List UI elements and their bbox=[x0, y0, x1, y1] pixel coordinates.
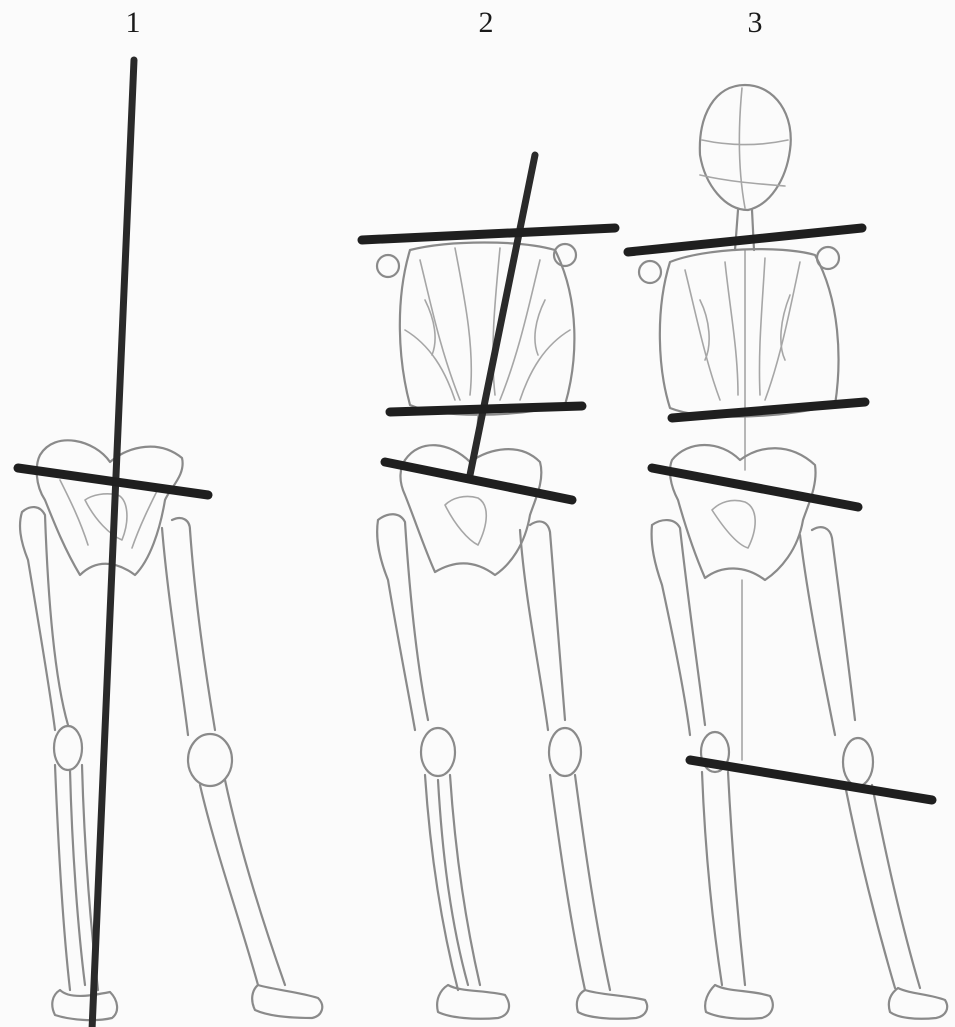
fig2-shoulder-line bbox=[362, 228, 615, 240]
fig3-right-tibia bbox=[845, 785, 920, 988]
fig1-right-knee bbox=[188, 734, 232, 786]
fig1-left-knee bbox=[54, 726, 82, 770]
fig2-left-tibia bbox=[425, 775, 480, 990]
fig2-left-foot bbox=[437, 985, 509, 1019]
fig2-left-shoulder bbox=[377, 255, 399, 277]
fig2-right-femur bbox=[520, 521, 565, 730]
fig3-right-femur bbox=[800, 527, 855, 735]
fig2-left-knee bbox=[421, 728, 455, 776]
fig2-torso-axis-line bbox=[470, 155, 535, 475]
fig3-left-shoulder bbox=[639, 261, 661, 283]
fig3-right-foot bbox=[889, 988, 947, 1019]
fig1-plumb-line bbox=[92, 60, 134, 1027]
figure-3-skeleton bbox=[628, 85, 947, 1019]
fig3-left-tibia bbox=[702, 772, 745, 985]
fig1-left-foot bbox=[52, 990, 117, 1020]
fig1-right-tibia bbox=[200, 780, 285, 985]
fig2-ribcage-line bbox=[390, 406, 582, 412]
fig1-left-tibia bbox=[55, 765, 98, 990]
fig3-right-knee bbox=[843, 738, 873, 786]
fig2-pelvis-tilt-line bbox=[385, 462, 572, 500]
fig3-pelvis-tilt-line bbox=[652, 468, 858, 507]
fig2-left-femur bbox=[377, 514, 428, 730]
figure-2-skeleton bbox=[362, 155, 647, 1019]
figure-1-skeleton bbox=[18, 60, 322, 1027]
fig2-right-tibia bbox=[550, 775, 610, 990]
fig3-left-femur bbox=[652, 520, 705, 735]
fig1-right-foot bbox=[252, 985, 322, 1018]
fig1-right-femur bbox=[162, 518, 215, 735]
fig3-pelvis bbox=[670, 445, 816, 580]
fig3-head bbox=[700, 85, 791, 210]
fig2-right-knee bbox=[549, 728, 581, 776]
fig3-knee-line bbox=[690, 760, 932, 800]
fig3-left-foot bbox=[705, 985, 773, 1019]
fig2-right-foot bbox=[577, 990, 647, 1019]
